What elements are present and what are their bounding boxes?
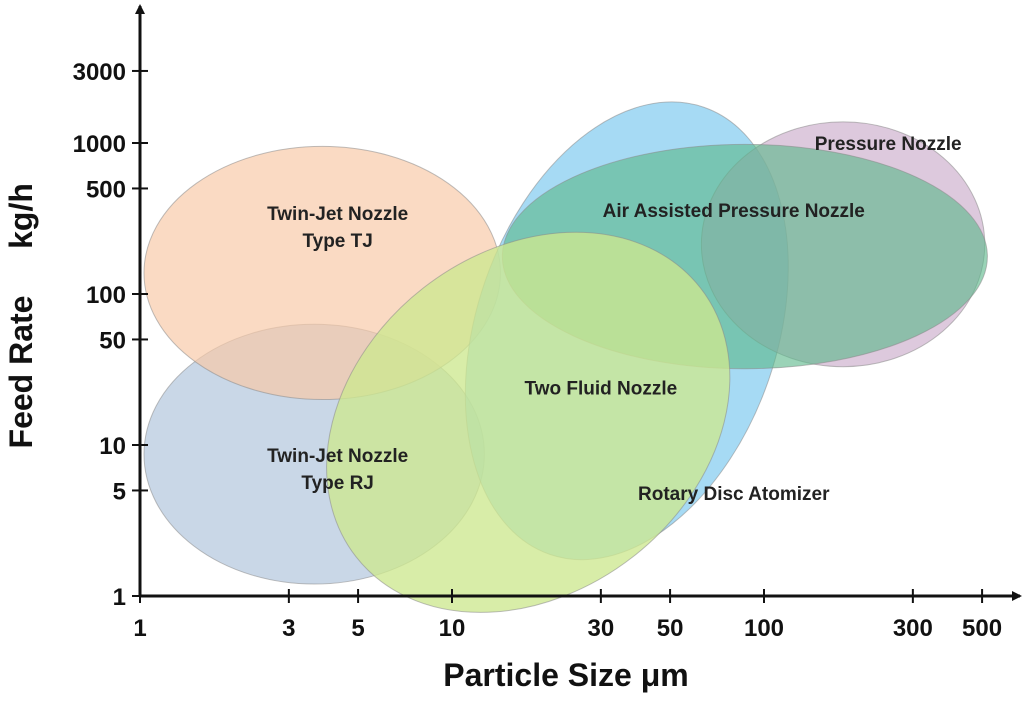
x-tick-label-10: 10 [439,615,466,642]
y-tick-label-1: 1 [113,584,126,611]
x-tick-label-500: 500 [962,615,1002,642]
y-axis-unit: kg/h [3,183,39,249]
region-label-air-assisted-pressure-nozzle: Air Assisted Pressure Nozzle [603,201,865,222]
y-tick-label-500: 500 [86,176,126,203]
x-axis-title: Particle Size μm [443,657,688,693]
x-tick-label-100: 100 [744,615,784,642]
region-label-twin-jet-nozzle-type-rj-line-2: Type RJ [301,473,374,494]
x-tick-label-5: 5 [351,615,364,642]
x-tick-label-300: 300 [893,615,933,642]
region-label-twin-jet-nozzle-type-rj-line-1: Twin-Jet Nozzle [267,446,408,467]
region-label-rotary-disc-atomizer: Rotary Disc Atomizer [638,484,830,505]
y-tick-label-50: 50 [99,327,126,354]
region-label-twin-jet-nozzle-type-tj-line-2: Type TJ [302,231,372,252]
x-tick-label-30: 30 [588,615,615,642]
region-label-twin-jet-nozzle-type-tj-line-1: Twin-Jet Nozzle [267,204,408,225]
region-label-two-fluid-nozzle: Two Fluid Nozzle [525,379,678,400]
y-tick-label-100: 100 [86,282,126,309]
ticks-layer: 1 5 10 50 100 500 1000 3000 1 3 5 10 30 50 100 300 500 [73,59,1002,642]
y-tick-label-1000: 1000 [73,131,126,158]
y-tick-label-10: 10 [99,433,126,460]
y-axis-title: Feed Rate [3,296,39,449]
x-tick-label-1: 1 [133,615,146,642]
x-tick-label-3: 3 [282,615,295,642]
x-tick-label-50: 50 [657,615,684,642]
region-label-pressure-nozzle: Pressure Nozzle [815,134,962,155]
y-tick-label-5: 5 [113,478,126,505]
axes [135,4,1022,601]
region-two-fluid-nozzle [326,231,731,613]
y-tick-label-3000: 3000 [73,59,126,86]
regions-layer [143,101,988,613]
